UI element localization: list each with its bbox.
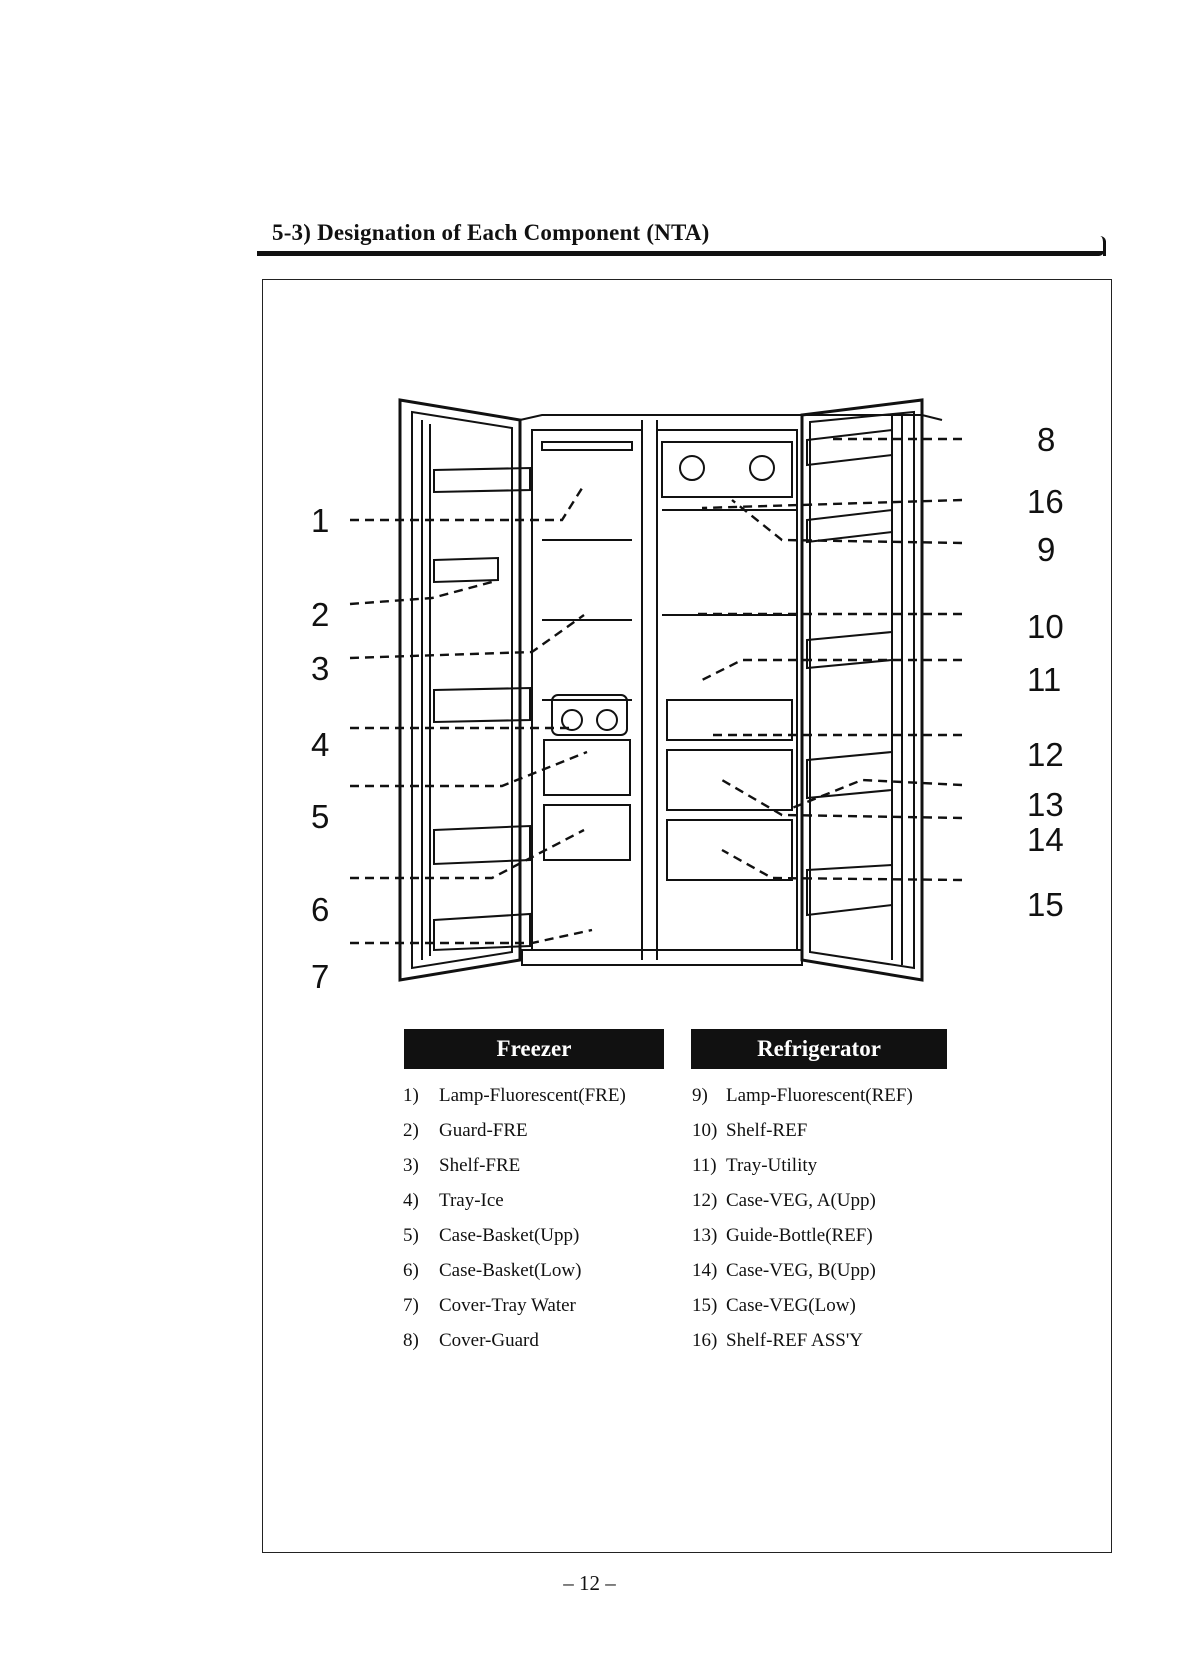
list-item: 16) Shelf-REF ASS'Y [692,1330,913,1365]
list-item: 2) Guard-FRE [403,1120,626,1155]
item-label: Case-VEG(Low) [726,1295,856,1316]
item-number: 7) [403,1295,419,1316]
list-item: 5) Case-Basket(Upp) [403,1225,626,1260]
list-item: 9) Lamp-Fluorescent(REF) [692,1085,913,1120]
callout-10: 10 [1027,608,1064,645]
section-title: 5-3) Designation of Each Component (NTA) [272,220,710,245]
freezer-tab: Freezer [404,1029,664,1069]
callout-15: 15 [1027,886,1064,923]
diagram-frame [262,279,1112,1553]
refrigerator-parts-list: 9) Lamp-Fluorescent(REF) 10) Shelf-REF 11)… [692,1085,913,1365]
list-item: 8) Cover-Guard [403,1330,626,1365]
item-label: Tray-Ice [439,1190,504,1211]
item-label: Lamp-Fluorescent(FRE) [439,1085,626,1106]
item-number: 1) [403,1085,419,1106]
item-label: Shelf-REF ASS'Y [726,1330,863,1351]
item-number: 6) [403,1260,419,1281]
callout-11: 11 [1027,661,1062,698]
item-label: Case-Basket(Upp) [439,1225,580,1246]
item-label: Shelf-FRE [439,1155,521,1176]
list-item: 6) Case-Basket(Low) [403,1260,626,1295]
refrigerator-tab: Refrigerator [691,1029,947,1069]
refrigerator-illustration [349,398,963,982]
title-rule-hook [1097,236,1106,256]
list-item: 4) Tray-Ice [403,1190,626,1225]
callout-4: 4 [311,726,330,763]
list-item: 14) Case-VEG, B(Upp) [692,1260,913,1295]
item-label: Tray-Utility [726,1155,818,1176]
list-item: 11) Tray-Utility [692,1155,913,1190]
callout-1: 1 [311,502,330,539]
item-number: 8) [403,1330,419,1351]
item-number: 15) [692,1295,718,1316]
callout-16: 16 [1027,483,1064,520]
callout-13: 13 [1027,786,1064,823]
list-item: 13) Guide-Bottle(REF) [692,1225,913,1260]
item-number: 4) [403,1190,419,1211]
item-label: Lamp-Fluorescent(REF) [726,1085,913,1106]
callout-14: 14 [1027,821,1064,858]
item-number: 2) [403,1120,419,1141]
list-item: 7) Cover-Tray Water [403,1295,626,1330]
list-item: 3) Shelf-FRE [403,1155,626,1190]
callout-6: 6 [311,891,330,928]
item-number: 11) [692,1155,717,1176]
callout-5: 5 [311,798,330,835]
item-label: Guide-Bottle(REF) [726,1225,873,1246]
item-number: 9) [692,1085,708,1106]
callout-9: 9 [1037,531,1056,568]
item-number: 5) [403,1225,419,1246]
item-number: 10) [692,1120,718,1141]
callout-8: 8 [1037,421,1056,458]
item-number: 3) [403,1155,419,1176]
list-item: 12) Case-VEG, A(Upp) [692,1190,913,1225]
callout-3: 3 [311,650,330,687]
callout-12: 12 [1027,736,1064,773]
page-number: – 12 – [563,1571,616,1595]
item-label: Cover-Tray Water [439,1295,576,1316]
item-label: Shelf-REF [726,1120,808,1141]
callout-7: 7 [311,958,330,995]
item-number: 14) [692,1260,718,1281]
item-label: Case-VEG, B(Upp) [726,1260,876,1281]
item-label: Case-VEG, A(Upp) [726,1190,876,1211]
item-number: 16) [692,1330,718,1351]
list-item: 1) Lamp-Fluorescent(FRE) [403,1085,626,1120]
title-rule [257,251,1104,256]
item-label: Cover-Guard [439,1330,539,1351]
item-number: 13) [692,1225,718,1246]
list-item: 15) Case-VEG(Low) [692,1295,913,1330]
callout-2: 2 [311,596,330,633]
freezer-parts-list: 1) Lamp-Fluorescent(FRE) 2) Guard-FRE 3) Sh… [403,1085,626,1365]
list-item: 10) Shelf-REF [692,1120,913,1155]
item-label: Case-Basket(Low) [439,1260,582,1281]
item-label: Guard-FRE [439,1120,528,1141]
item-number: 12) [692,1190,718,1211]
